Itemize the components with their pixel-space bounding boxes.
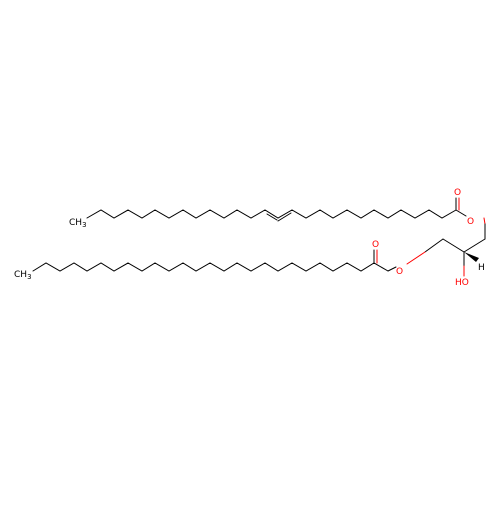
- stereo-wedge: [464, 252, 479, 262]
- oxygen-carbonyl-bottom: O: [372, 240, 379, 250]
- cis-double-bond: [277, 212, 292, 222]
- oxygen-ester-top: O: [467, 217, 474, 227]
- oleoyl-chain: [86, 197, 467, 222]
- stearoyl-chain-bonds: [32, 262, 389, 272]
- ester-bond-bottom: [387, 266, 397, 272]
- hydroxyl-label: HO: [455, 278, 469, 288]
- hydrogen-label: H: [478, 263, 485, 273]
- ch2-bottom: [424, 238, 444, 253]
- ester-bond-top: [455, 209, 467, 217]
- ch2-to-ch: [463, 238, 486, 253]
- oxygen-ester-bottom: O: [396, 267, 403, 277]
- o-ch2-bond-top: [483, 217, 486, 225]
- glycerol-backbone: [406, 217, 486, 277]
- oleoyl-chain-bonds: [86, 209, 457, 219]
- ch2-o-bond-bottom: [406, 251, 426, 265]
- ch-to-ch2: [442, 238, 465, 253]
- ch3-label-bottom: CH3: [14, 270, 32, 281]
- cis-double-bond: [266, 213, 278, 221]
- ch3-label-top: CH3: [69, 218, 87, 229]
- oxygen-carbonyl-top: O: [454, 188, 461, 198]
- stearoyl-chain: [32, 249, 397, 272]
